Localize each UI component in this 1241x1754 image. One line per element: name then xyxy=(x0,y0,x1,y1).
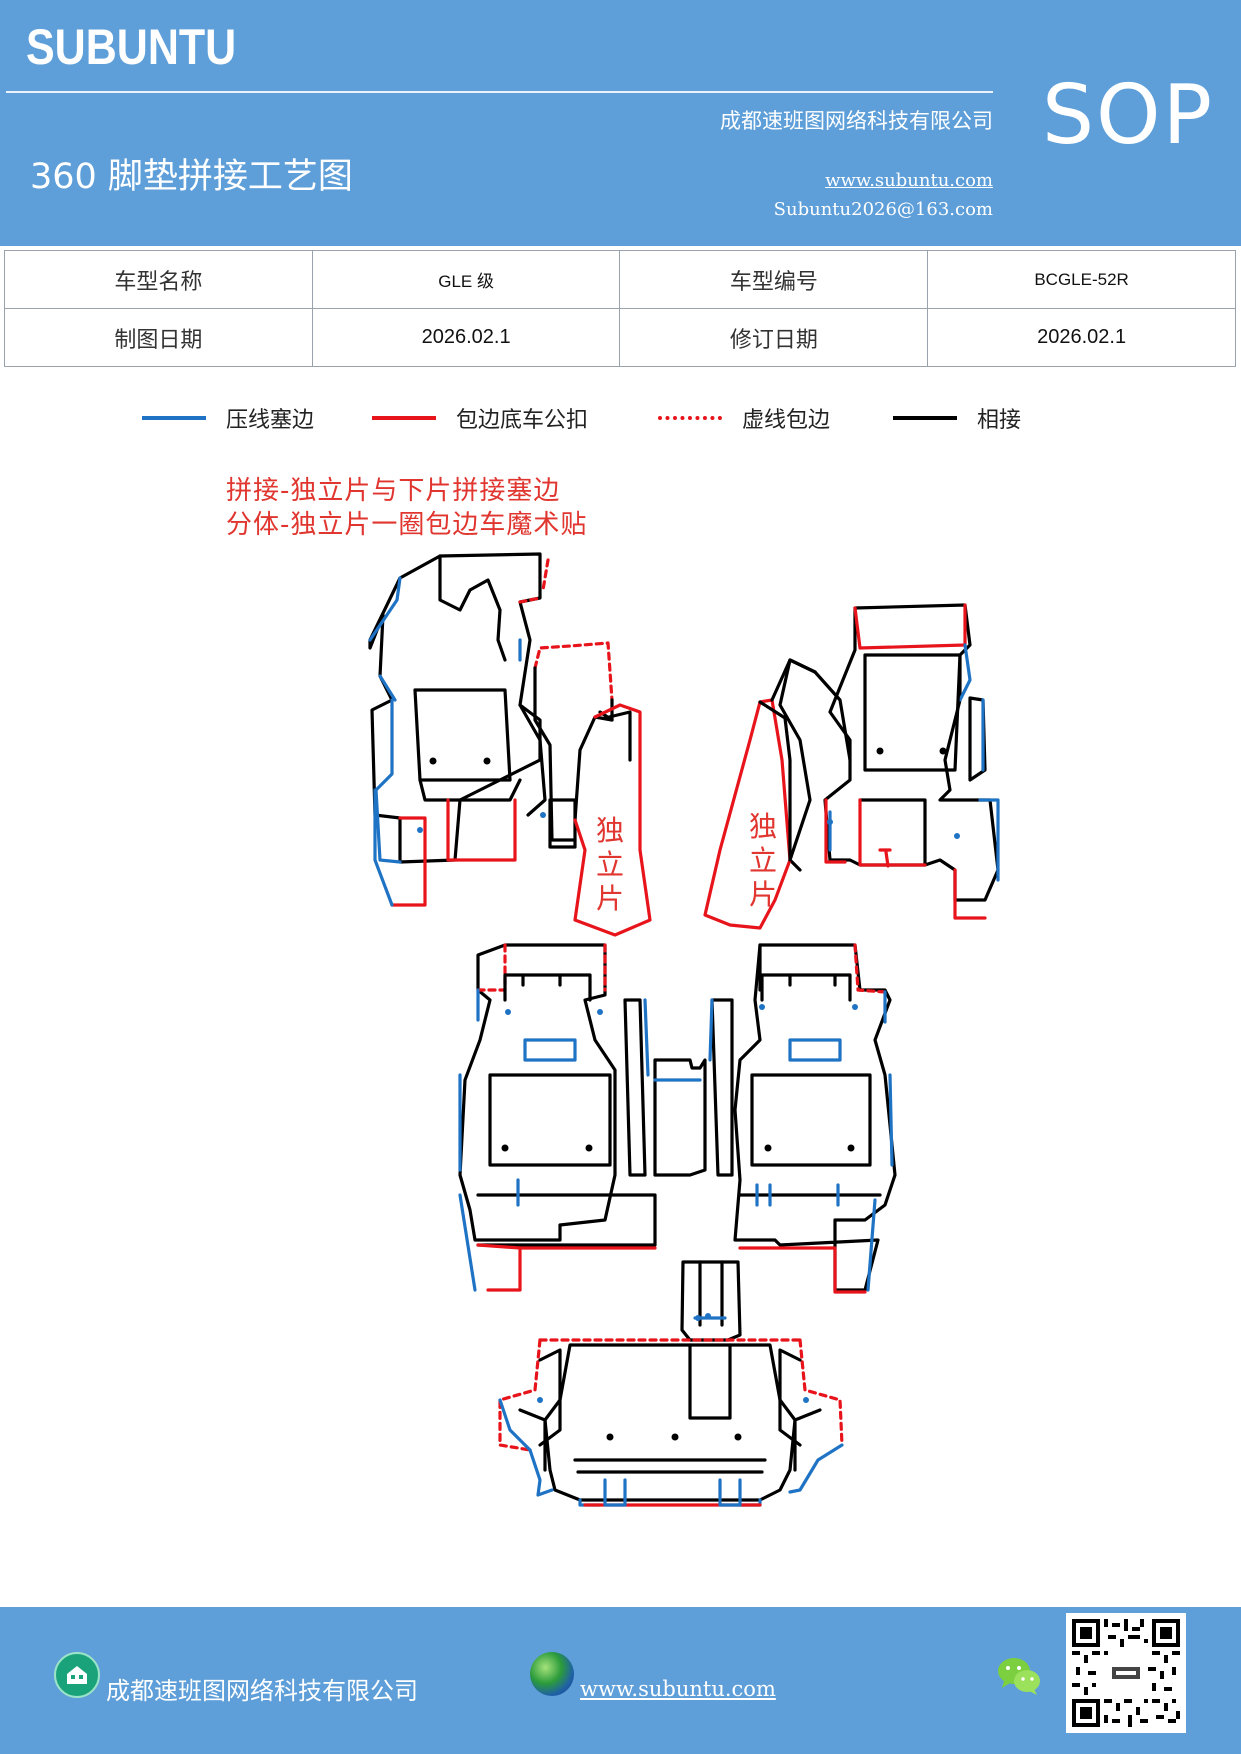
qr-code[interactable] xyxy=(1066,1613,1186,1733)
independent-label-right-2: 立 xyxy=(749,844,777,877)
footer-company: 成都速班图网络科技有限公司 xyxy=(106,1677,418,1705)
independent-label-right-3: 片 xyxy=(749,878,777,911)
globe-icon xyxy=(530,1652,574,1696)
legend-item-dotted-wrap: 虚线包边 xyxy=(658,402,830,434)
independent-label-left-2: 立 xyxy=(596,848,624,881)
model-code-value: BCGLE-52R xyxy=(927,250,1236,309)
floor-mat-diagram: 独 立 片 独 立 片 xyxy=(368,552,1000,1507)
table-row: 车型名称 GLE 级 车型编号 BCGLE-52R xyxy=(4,250,1236,309)
sop-badge: SOP xyxy=(1042,68,1215,163)
table-row: 制图日期 2026.02.1 修订日期 2026.02.1 xyxy=(4,308,1236,367)
model-code-label: 车型编号 xyxy=(619,250,929,309)
independent-label-left-1: 独 xyxy=(596,814,624,847)
legend-swatch-blue xyxy=(142,416,206,420)
wechat-icon[interactable] xyxy=(996,1655,1042,1697)
legend-label: 压线塞边 xyxy=(226,408,315,433)
legend-item-wrap-edge: 包边底车公扣 xyxy=(372,402,588,434)
mat-front-left xyxy=(368,552,577,907)
mat-second-right xyxy=(708,943,897,1294)
revise-date-label: 修订日期 xyxy=(619,308,929,367)
independent-piece-left xyxy=(533,641,652,937)
model-name-label: 车型名称 xyxy=(4,250,313,309)
legend-item-press-line: 压线塞边 xyxy=(142,402,314,434)
mat-front-right xyxy=(778,603,1000,920)
model-name-value: GLE 级 xyxy=(311,250,621,309)
note-splice: 拼接-独立片与下片拼接塞边 xyxy=(226,476,561,506)
footer-banner: 成都速班图网络科技有限公司 www.subuntu.com xyxy=(0,1607,1241,1754)
legend-label: 虚线包边 xyxy=(742,408,831,433)
independent-label-right-1: 独 xyxy=(749,810,777,843)
header-email: Subuntu2026@163.com xyxy=(773,199,993,220)
legend-label: 相接 xyxy=(977,408,1022,433)
mat-third-row xyxy=(498,1260,844,1507)
mat-center-tunnel xyxy=(653,1058,707,1177)
draw-date-label: 制图日期 xyxy=(4,308,313,367)
header-website-link[interactable]: www.subuntu.com xyxy=(825,170,993,191)
header-banner: SUBUNTU 成都速班图网络科技有限公司 360 脚垫拼接工艺图 www.su… xyxy=(0,0,1241,246)
legend-swatch-red-dotted xyxy=(658,416,722,420)
mat-second-left xyxy=(458,943,657,1292)
line-legend: 压线塞边 包边底车公扣 虚线包边 相接 xyxy=(0,402,1241,442)
revise-date-value: 2026.02.1 xyxy=(927,308,1236,367)
footer-website-link[interactable]: www.subuntu.com xyxy=(580,1677,776,1701)
header-company: 成都速班图网络科技有限公司 xyxy=(720,109,993,133)
vehicle-info-table: 车型名称 GLE 级 车型编号 BCGLE-52R 制图日期 2026.02.1… xyxy=(4,250,1236,367)
draw-date-value: 2026.02.1 xyxy=(311,308,621,367)
note-split: 分体-独立片一圈包边车魔术贴 xyxy=(226,510,588,540)
header-divider xyxy=(6,91,993,93)
independent-piece-right xyxy=(703,658,817,930)
legend-swatch-red xyxy=(372,416,436,420)
page-title: 360 脚垫拼接工艺图 xyxy=(30,157,353,197)
legend-swatch-black xyxy=(893,416,957,420)
independent-label-left-3: 片 xyxy=(596,882,624,915)
brand-logo: SUBUNTU xyxy=(26,19,237,75)
legend-label: 包边底车公扣 xyxy=(456,408,589,433)
legend-item-join: 相接 xyxy=(893,402,1021,434)
home-icon xyxy=(54,1652,100,1698)
